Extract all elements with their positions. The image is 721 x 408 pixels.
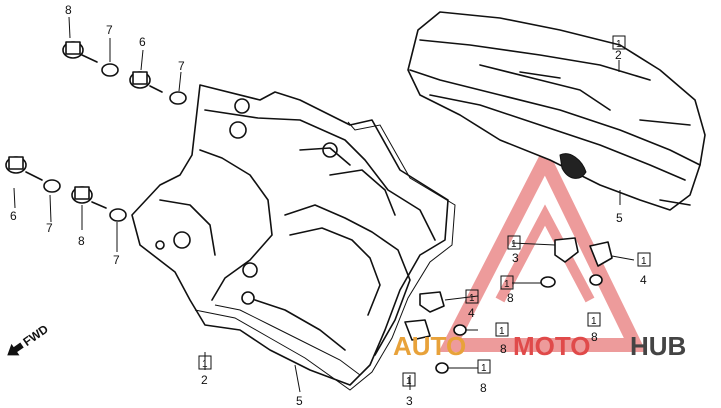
svg-text:1: 1 bbox=[511, 239, 517, 250]
svg-text:1: 1 bbox=[641, 256, 647, 267]
callout-5: 5 bbox=[296, 394, 303, 408]
svg-text:1: 1 bbox=[202, 359, 208, 370]
box-label: 1 bbox=[477, 359, 491, 374]
upper-cover bbox=[407, 11, 706, 211]
callout-4: 4 bbox=[640, 273, 647, 287]
box-label: 1 bbox=[637, 252, 651, 267]
callout-8: 8 bbox=[591, 330, 598, 344]
watermark-part-hub: HUB bbox=[630, 331, 686, 361]
callout-8: 8 bbox=[78, 234, 85, 248]
box-label: 1 bbox=[587, 312, 601, 327]
fwd-label: FWD bbox=[20, 322, 51, 349]
svg-text:1: 1 bbox=[469, 293, 475, 304]
callout-8: 8 bbox=[500, 342, 507, 356]
callout-2: 2 bbox=[201, 373, 208, 387]
watermark-part-moto: MOTO bbox=[513, 331, 591, 361]
callout-7: 7 bbox=[46, 221, 53, 235]
svg-text:1: 1 bbox=[504, 279, 510, 290]
gasket-outline bbox=[194, 121, 456, 391]
callout-5: 5 bbox=[616, 211, 623, 225]
callout-8: 8 bbox=[480, 381, 487, 395]
callout-8: 8 bbox=[507, 291, 514, 305]
svg-text:1: 1 bbox=[499, 326, 505, 337]
callout-2: 2 bbox=[615, 48, 622, 62]
watermark-part-auto: AUTO bbox=[393, 331, 466, 361]
box-label: 1 bbox=[507, 235, 521, 250]
fwd-arrow: FWD bbox=[7, 322, 51, 356]
box-labels: 1 1 1 1 1 1 1 1 1 1 bbox=[198, 35, 651, 387]
box-label: 1 bbox=[465, 289, 479, 304]
svg-text:1: 1 bbox=[481, 363, 487, 374]
bolt-set-lower bbox=[5, 156, 127, 222]
box-label: 1 bbox=[198, 355, 212, 370]
box-label: 1 bbox=[500, 275, 514, 290]
svg-text:1: 1 bbox=[616, 39, 622, 50]
callout-numbers: 8 7 6 7 6 7 8 7 2 5 2 5 3 8 4 8 4 8 3 8 bbox=[10, 3, 647, 408]
leader-lines bbox=[13, 16, 621, 393]
box-label: 1 bbox=[495, 322, 509, 337]
callout-3: 3 bbox=[406, 394, 413, 408]
svg-text:1: 1 bbox=[406, 376, 412, 387]
bolt-set-upper bbox=[62, 41, 187, 105]
watermark-logo bbox=[438, 144, 647, 352]
small-brackets bbox=[404, 237, 635, 374]
callout-7: 7 bbox=[106, 23, 113, 37]
box-label: 1 bbox=[612, 35, 626, 50]
box-label: 1 bbox=[402, 372, 416, 387]
cylinder-head-cover bbox=[131, 84, 449, 386]
callout-6: 6 bbox=[139, 35, 146, 49]
callout-7: 7 bbox=[178, 59, 185, 73]
callout-6: 6 bbox=[10, 209, 17, 223]
svg-text:1: 1 bbox=[591, 316, 597, 327]
watermark-text: AUTO MOTO HUB bbox=[393, 331, 686, 361]
callout-8: 8 bbox=[65, 3, 72, 17]
callout-3: 3 bbox=[512, 251, 519, 265]
callout-4: 4 bbox=[468, 306, 475, 320]
callout-7: 7 bbox=[113, 253, 120, 267]
